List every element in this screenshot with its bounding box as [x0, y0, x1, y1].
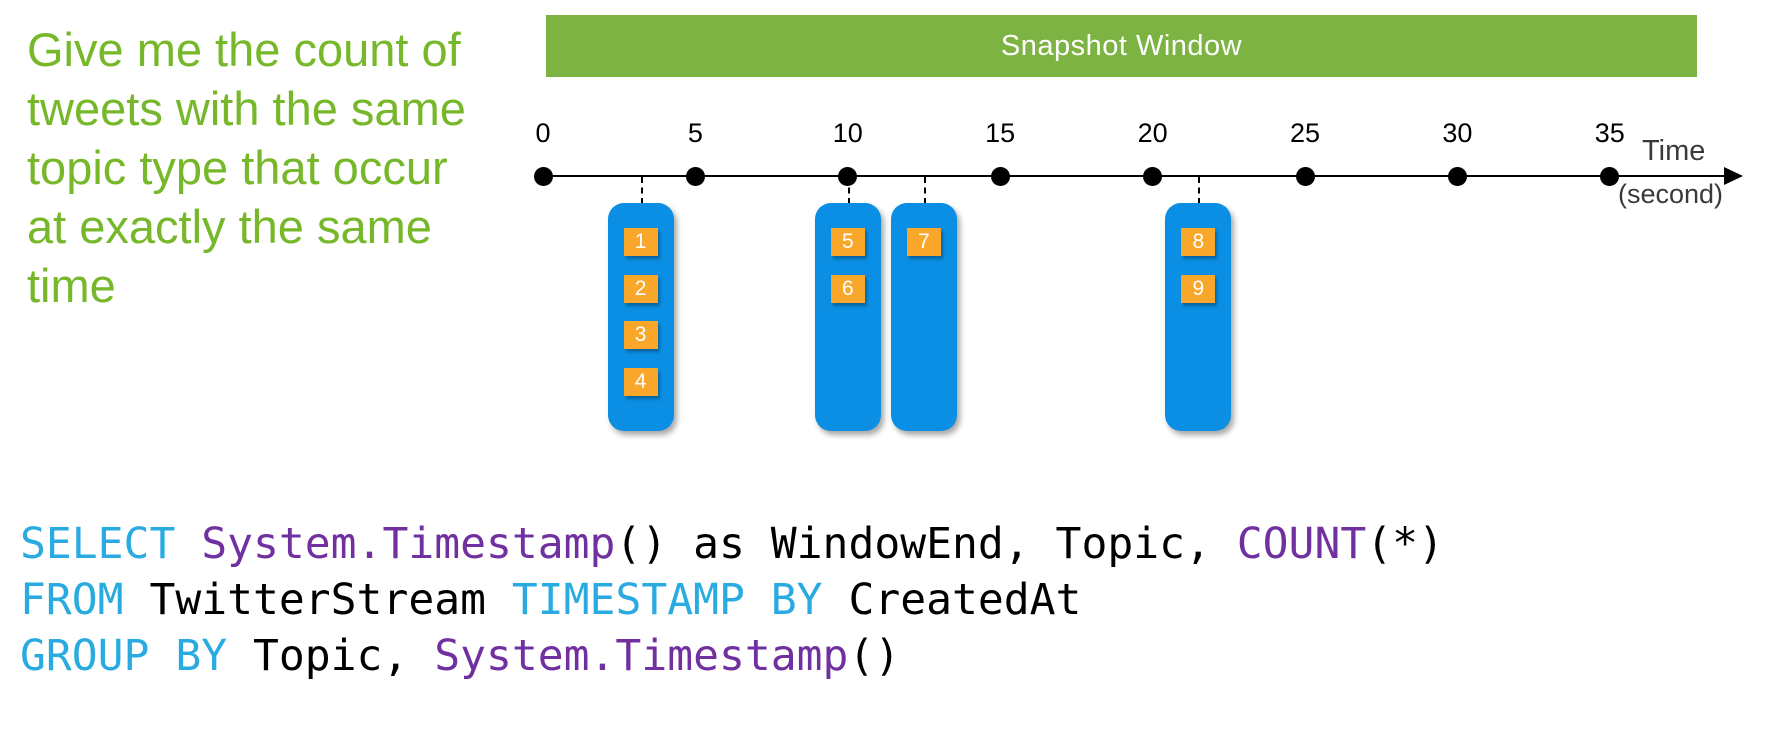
code-token-plain: [175, 519, 201, 569]
tick-dot-35: [1600, 167, 1620, 186]
event-group-1: 1 2 3 4: [607, 203, 674, 431]
tick-dot-20: [1143, 167, 1163, 186]
tick-label-35: 35: [1594, 118, 1625, 148]
tick-label-15: 15: [985, 118, 1016, 148]
tick-label-20: 20: [1137, 118, 1168, 148]
dashed-connector-4: [1198, 177, 1201, 204]
tick-dot-25: [1295, 167, 1315, 186]
code-token-plain: () as WindowEnd, Topic,: [615, 519, 1237, 569]
code-token-plain: TwitterStream: [123, 575, 512, 625]
banner-label: Snapshot Window: [1000, 29, 1243, 62]
code-token-function: COUNT: [1236, 519, 1367, 569]
tick-label-0: 0: [535, 118, 551, 148]
code-token-keyword: FROM: [20, 575, 124, 625]
code-token-plain: (*): [1366, 519, 1444, 569]
dashed-connector-1: [640, 177, 643, 204]
event-3: 3: [623, 321, 658, 349]
tick-label-25: 25: [1289, 118, 1321, 148]
tick-label-5: 5: [687, 118, 703, 148]
snapshot-window-banner: Snapshot Window: [546, 15, 1697, 77]
code-token-plain: Topic,: [227, 631, 435, 681]
question-text: Give me the count of tweets with the sam…: [27, 23, 466, 312]
arrow-right-icon: [1724, 167, 1743, 185]
code-line-2: FROM TwitterStream TIMESTAMP BY CreatedA…: [20, 572, 1444, 628]
code-token-function: System.Timestamp: [201, 519, 616, 569]
code-token-keyword: TIMESTAMP BY: [511, 575, 823, 625]
code-token-function: System.Timestamp: [434, 631, 849, 681]
event-6: 6: [830, 274, 865, 303]
event-8: 8: [1181, 228, 1216, 256]
tick-dot-10: [838, 167, 858, 186]
code-token-plain: (): [848, 631, 901, 681]
event-7: 7: [907, 228, 941, 256]
dashed-connector-2: [847, 177, 850, 204]
tick-dot-5: [685, 167, 705, 186]
tick-dot-15: [990, 167, 1010, 186]
code-line-3: GROUP BY Topic, System.Timestamp(): [20, 628, 1444, 684]
axis-label-time: Time: [1642, 135, 1706, 167]
dashed-connector-3: [924, 177, 926, 204]
code-token-plain: CreatedAt: [822, 575, 1082, 625]
event-5: 5: [830, 228, 865, 256]
tick-label-30: 30: [1442, 118, 1473, 148]
event-1: 1: [623, 228, 658, 256]
code-token-keyword: GROUP BY: [20, 631, 228, 681]
event-9: 9: [1181, 274, 1216, 303]
code-token-keyword: SELECT: [20, 519, 176, 569]
tick-dot-30: [1447, 167, 1467, 186]
event-group-3: 7: [891, 203, 957, 431]
code-line-1: SELECT System.Timestamp() as WindowEnd, …: [20, 516, 1444, 572]
event-4: 4: [623, 367, 658, 396]
tick-dot-0: [533, 167, 553, 186]
sql-code-block: SELECT System.Timestamp() as WindowEnd, …: [20, 516, 1444, 684]
event-2: 2: [623, 274, 658, 303]
tick-label-10: 10: [832, 118, 863, 148]
timeline-axis: [543, 175, 1733, 177]
axis-label-second: (second): [1618, 179, 1724, 209]
